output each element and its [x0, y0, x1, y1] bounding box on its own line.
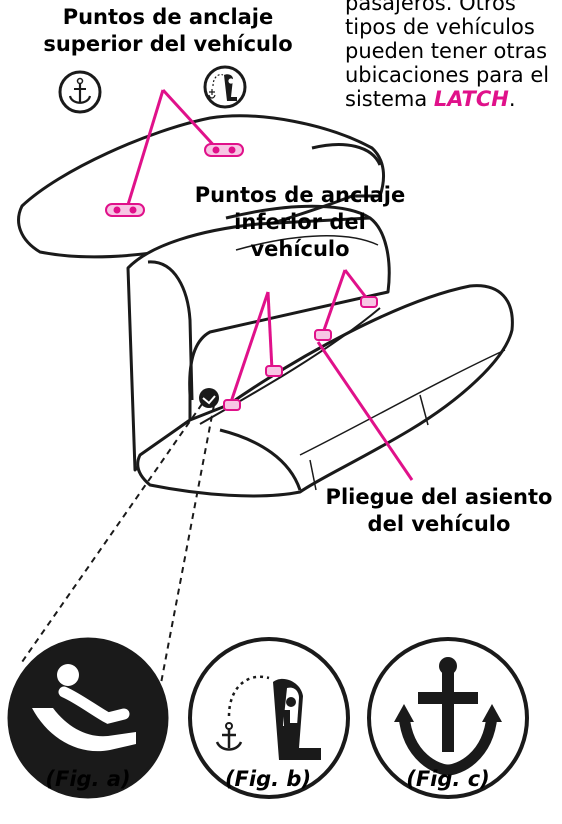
lower-anchor-points-label: Puntos de anclaje inferior del vehículo	[166, 182, 434, 263]
figure-a-caption: (Fig. a)	[45, 767, 131, 791]
label-line: superior del vehículo	[43, 32, 293, 56]
upper-anchor-points	[105, 143, 244, 217]
lower-anchor-point	[223, 399, 241, 411]
figure-c-caption: (Fig. c)	[406, 767, 490, 791]
seat-back	[17, 114, 514, 498]
leader-lines	[125, 88, 414, 481]
note-line: tipos de vehículos	[345, 15, 535, 39]
lower-anchor-point	[314, 329, 332, 341]
upper-anchor-points-label: Puntos de anclaje superior del vehículo	[30, 4, 306, 58]
note-suffix: .	[508, 87, 516, 111]
seat-crease-label: Pliegue del asiento del vehículo	[308, 484, 562, 538]
latch-note: pasajeros. Otros tipos de vehículos pued…	[345, 0, 560, 111]
seat-crease-line	[199, 307, 381, 425]
lower-anchor-points	[223, 296, 378, 411]
note-line-last: sistema LATCH.	[345, 87, 560, 111]
note-line: pueden tener otras	[345, 39, 548, 63]
zoom-lines	[21, 403, 215, 721]
label-line: Puntos de anclaje	[194, 183, 406, 207]
lower-anchor-point	[360, 296, 378, 308]
note-line: ubicaciones para el	[345, 63, 550, 87]
label-line: del vehículo	[367, 512, 511, 536]
note-line: pasajeros. Otros	[345, 0, 516, 15]
anchor-icon	[367, 637, 529, 799]
tether-child-seat-icon	[203, 65, 247, 109]
upper-anchor-point	[105, 203, 145, 217]
upper-anchor-point	[204, 143, 244, 157]
anchor-icon	[58, 70, 102, 114]
figure-b-caption: (Fig. b)	[224, 767, 312, 791]
label-line: Pliegue del asiento	[325, 485, 553, 509]
lower-anchor-point	[265, 365, 283, 377]
note-prefix: sistema	[345, 87, 434, 111]
latch-term: LATCH	[433, 87, 509, 111]
label-line: Puntos de anclaje	[62, 5, 274, 29]
seat-marker-icon	[199, 388, 219, 408]
tether-child-seat-icon	[188, 637, 350, 799]
child-seat-icon	[7, 637, 169, 799]
label-line: vehículo	[250, 237, 350, 261]
label-line: inferior del	[234, 210, 366, 234]
